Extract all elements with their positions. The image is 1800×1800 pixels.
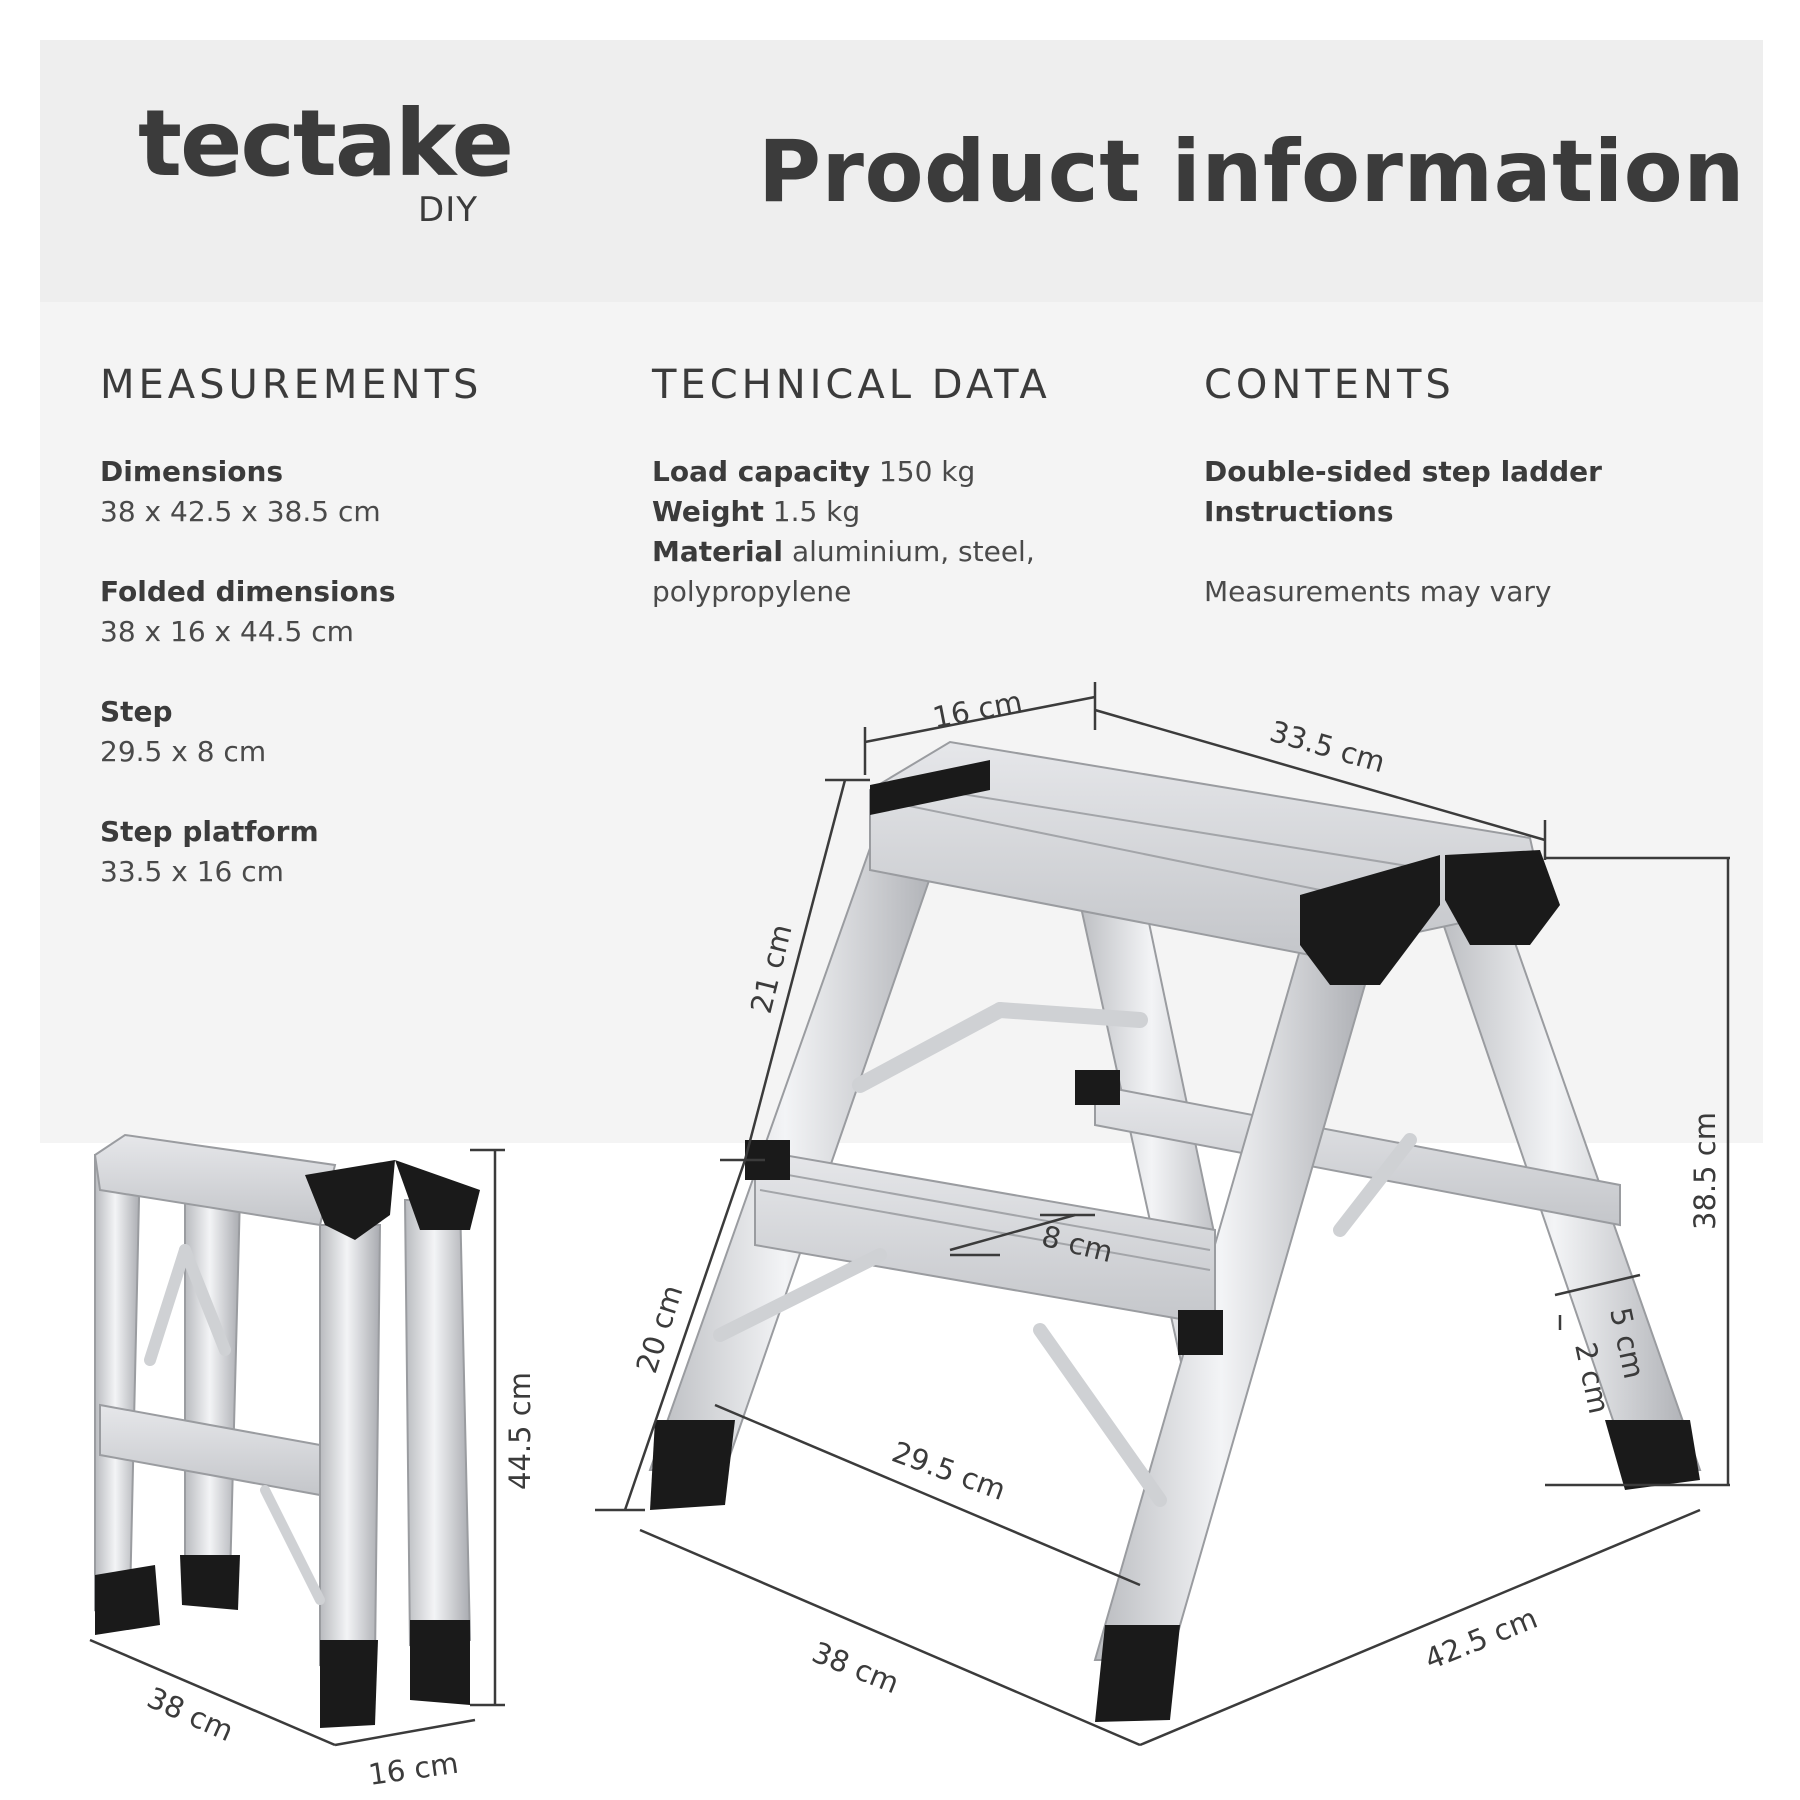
brand-wordmark: tectake (138, 90, 514, 197)
spec-value: 38 x 16 x 44.5 cm (100, 615, 354, 648)
spec-value: 38 x 42.5 x 38.5 cm (100, 495, 381, 528)
load-capacity-value: 150 kg (878, 455, 976, 488)
contents-item: Instructions (1204, 492, 1704, 532)
label-height: 38.5 cm (1688, 1112, 1722, 1230)
material-line-2: polypropylene (652, 575, 852, 608)
technical-data-heading: TECHNICAL DATA (652, 362, 1051, 408)
spec-label: Step platform (100, 815, 319, 848)
page-title: Product information (758, 122, 1745, 222)
material-label: Material (652, 535, 784, 568)
label-base-width: 38 cm (807, 1635, 903, 1700)
weight-value: 1.5 kg (772, 495, 861, 528)
contents-column: CONTENTS Double-sided step ladder Instru… (1204, 362, 1704, 612)
spec-label: Dimensions (100, 455, 284, 488)
spec-folded-dimensions: Folded dimensions 38 x 16 x 44.5 cm (100, 572, 600, 652)
label-step-width: 29.5 cm (888, 1435, 1010, 1507)
weight-line: Weight 1.5 kg (652, 492, 1152, 532)
label-platform-depth: 16 cm (930, 684, 1025, 735)
contents-item: Double-sided step ladder (1204, 452, 1704, 492)
weight-label: Weight (652, 495, 764, 528)
label-platform-width: 33.5 cm (1266, 714, 1389, 779)
label-upper-leg: 21 cm (744, 921, 799, 1017)
spec-label: Step (100, 695, 173, 728)
load-capacity-line: Load capacity 150 kg (652, 452, 1152, 492)
dimension-lines (89, 682, 1730, 1747)
folded-ladder-image (93, 1133, 480, 1728)
material-value: aluminium, steel, (791, 535, 1035, 568)
label-folded-height: 44.5 cm (503, 1372, 537, 1490)
spec-dimensions: Dimensions 38 x 42.5 x 38.5 cm (100, 452, 600, 532)
spec-value: 29.5 x 8 cm (100, 735, 267, 768)
contents-heading: CONTENTS (1204, 362, 1455, 408)
measurements-column: MEASUREMENTS Dimensions 38 x 42.5 x 38.5… (100, 362, 600, 932)
brand-logo: tectake DIY (138, 98, 514, 238)
label-lower-leg: 20 cm (629, 1281, 689, 1377)
load-capacity-label: Load capacity (652, 455, 871, 488)
technical-data-column: TECHNICAL DATA Load capacity 150 kg Weig… (652, 362, 1152, 612)
label-folded-width: 38 cm (142, 1680, 238, 1748)
header-band (40, 40, 1763, 302)
spec-label: Folded dimensions (100, 575, 396, 608)
spec-step-platform: Step platform 33.5 x 16 cm (100, 812, 600, 892)
main-ladder-image (648, 740, 1702, 1722)
material-line: Material aluminium, steel, (652, 532, 1152, 572)
contents-item-label: Instructions (1204, 495, 1394, 528)
measurements-note: Measurements may vary (1204, 575, 1552, 608)
contents-item-label: Double-sided step ladder (1204, 455, 1602, 488)
measurements-heading: MEASUREMENTS (100, 362, 483, 408)
label-folded-depth: 16 cm (366, 1746, 460, 1792)
brand-subline: DIY (418, 190, 478, 230)
spec-step: Step 29.5 x 8 cm (100, 692, 600, 772)
label-base-depth: 42.5 cm (1420, 1601, 1542, 1677)
spec-value: 33.5 x 16 cm (100, 855, 284, 888)
